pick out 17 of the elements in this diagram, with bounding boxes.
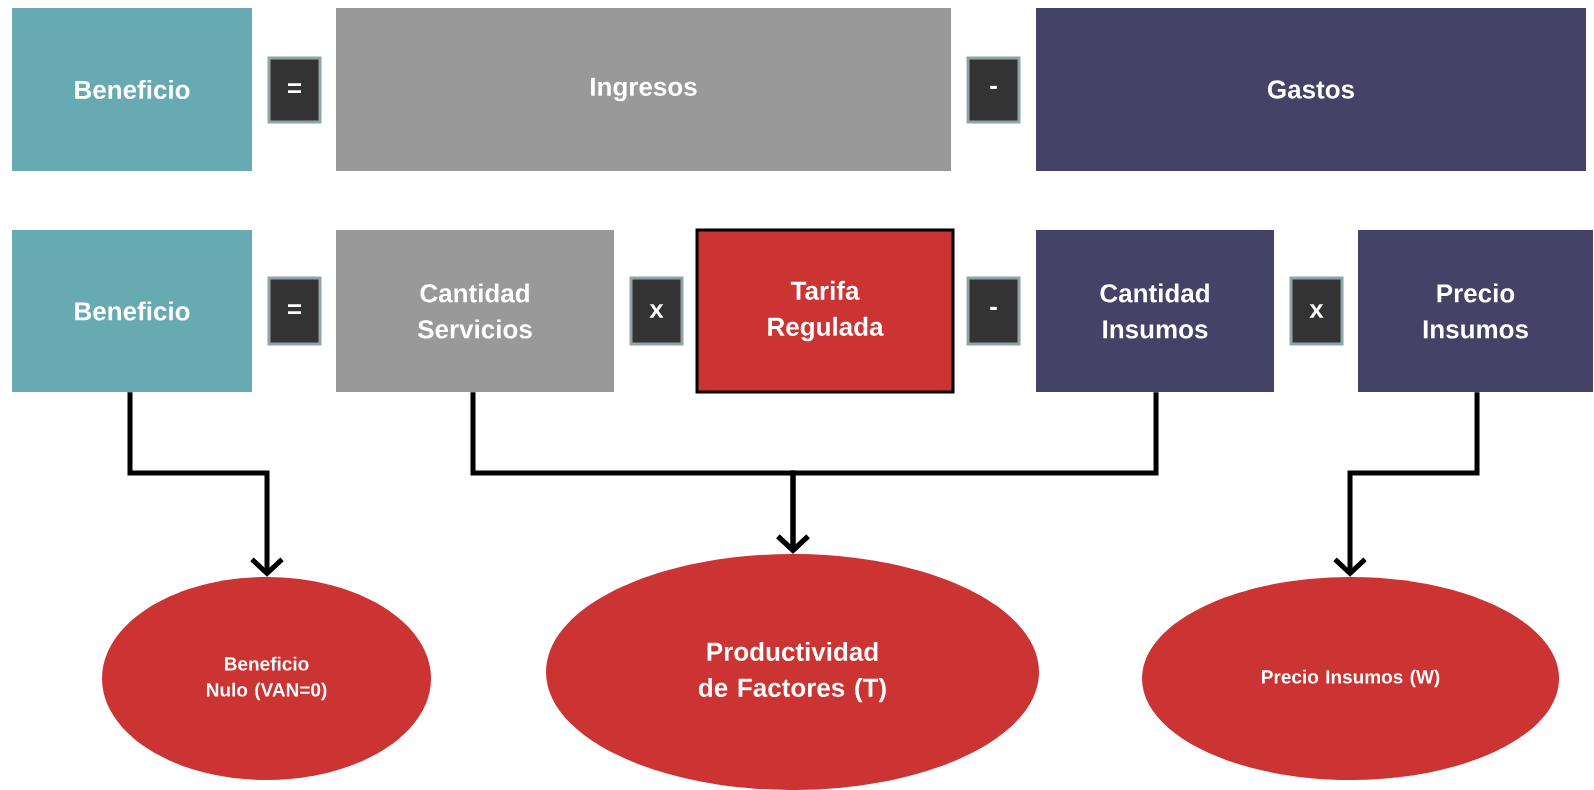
arrow (1333, 392, 1480, 577)
arrow (776, 392, 1159, 554)
arrow (127, 392, 284, 577)
operator-box: x (629, 276, 684, 346)
text-box: Beneficio (12, 230, 252, 392)
text-box: Precio Insumos (1358, 230, 1593, 392)
text-box: Gastos (1036, 8, 1586, 171)
operator-box: - (966, 56, 1021, 124)
operator-box: x (1289, 276, 1344, 346)
operator-box: - (966, 276, 1021, 346)
text-box: Beneficio (12, 8, 252, 171)
highlighted-box: Tarifa Regulada (695, 228, 955, 394)
text-box: Cantidad Servicios (336, 230, 614, 392)
operator-box: = (267, 56, 322, 124)
text-box: Cantidad Insumos (1036, 230, 1274, 392)
text-box: Ingresos (336, 8, 951, 171)
operator-box: = (267, 276, 322, 346)
